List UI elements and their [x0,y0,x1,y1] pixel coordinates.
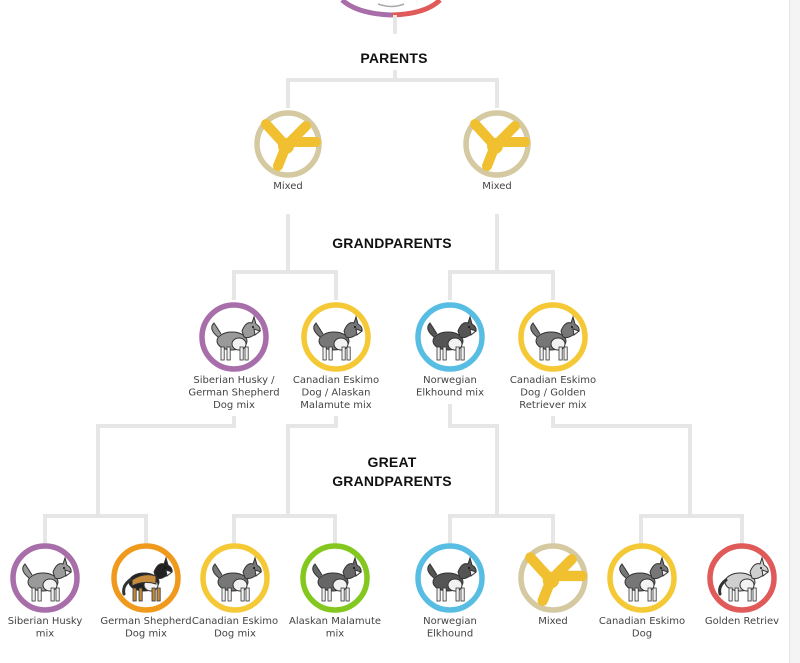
top-dog-ring [340,0,442,18]
tree-connectors [43,15,744,545]
tree-node-p1[interactable]: Mixed [254,110,322,192]
mixed-breed-icon [525,552,588,606]
malamute-dog-icon [312,556,363,602]
node-label: Golden Retriev [705,616,779,627]
elkhound-dog-icon [427,315,478,361]
tree-node-gg6[interactable]: Mixed [518,543,588,627]
grandparents-heading: GRANDPARENTS [332,235,452,251]
eskimo-dog-icon [313,315,364,361]
husky-dog-icon [211,315,262,361]
eskimo-dog-icon [619,556,670,602]
node-label: Mixed [538,616,568,627]
tree-node-gg8[interactable]: Golden Retriev [705,543,779,627]
node-label: Mixed [273,181,303,192]
golden-retriever-dog-icon [718,556,770,602]
husky-dog-icon [22,556,73,602]
node-label: Mixed [482,181,512,192]
elkhound-dog-icon [427,556,478,602]
tree-node-p2[interactable]: Mixed [463,110,531,192]
mixed-breed-icon [470,119,530,171]
parents-heading: PARENTS [360,50,427,66]
eskimo-dog-icon [212,556,263,602]
mixed-breed-icon [261,119,321,171]
german-shepherd-dog-icon [122,556,174,602]
eskimo-dog-icon [530,315,581,361]
page-scrollbar[interactable] [789,0,800,663]
